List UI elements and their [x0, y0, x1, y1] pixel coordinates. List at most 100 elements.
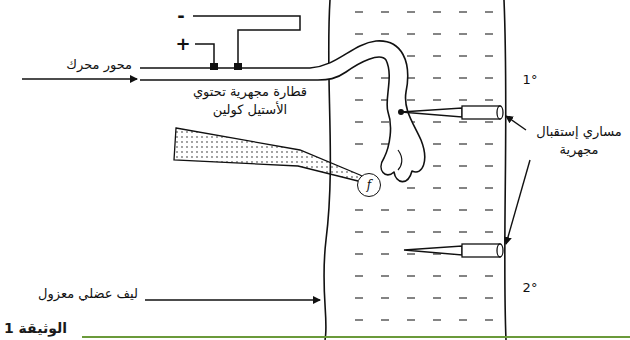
striation-dash — [407, 55, 415, 56]
striation-dash — [433, 121, 441, 122]
striation-dash — [381, 121, 389, 122]
striation-dash — [485, 121, 493, 122]
striation-dash — [355, 11, 363, 12]
striation-dash — [381, 77, 389, 78]
striation-dash — [485, 187, 493, 188]
striation-dash — [485, 99, 493, 100]
leader-arrow — [145, 299, 320, 300]
striation-dash — [485, 275, 493, 276]
striation-dash — [459, 33, 467, 34]
striation-dash — [433, 99, 441, 100]
striation-dash — [433, 187, 441, 188]
striation-dash — [433, 33, 441, 34]
striation-dash — [459, 187, 467, 188]
recording-electrode — [404, 244, 503, 257]
fiber-membrane — [504, 0, 506, 340]
striation-dash — [381, 143, 389, 144]
striation-dash — [459, 77, 467, 78]
circled-letter: f — [357, 173, 381, 197]
striation-dash — [355, 99, 363, 100]
striation-dash — [433, 77, 441, 78]
striation-dash — [381, 297, 389, 298]
striation-dash — [355, 319, 363, 320]
stimulus-lead — [195, 44, 214, 64]
striation-dash — [485, 209, 493, 210]
striation-dash — [407, 99, 415, 100]
striation-dash — [459, 275, 467, 276]
leader-arrow — [506, 116, 526, 130]
electrode-polarity: - — [177, 7, 184, 25]
striation-dash — [433, 143, 441, 144]
striation-dash — [485, 11, 493, 12]
striation-dash — [407, 33, 415, 34]
striation-dash — [433, 231, 441, 232]
striation-dash — [459, 297, 467, 298]
striation-dash — [485, 231, 493, 232]
striation-dash — [355, 33, 363, 34]
leader-arrow — [22, 78, 137, 79]
striation-dash — [485, 319, 493, 320]
document-title: الوثيقة 1 — [4, 319, 67, 338]
striation-dash — [381, 319, 389, 320]
striation-dash — [355, 121, 363, 122]
striation-dash — [355, 77, 363, 78]
stimulus-electrode — [234, 63, 242, 70]
striation-dash — [459, 121, 467, 122]
striation-dash — [381, 33, 389, 34]
striation-dash — [459, 11, 467, 12]
callout-number: 1° — [523, 71, 538, 89]
striation-dash — [459, 99, 467, 100]
striation-dash — [485, 33, 493, 34]
striation-dash — [433, 209, 441, 210]
striation-dash — [433, 11, 441, 12]
micropipette — [174, 128, 374, 183]
striation-dash — [407, 231, 415, 232]
document-rule — [82, 336, 630, 338]
part-label: ليف عضلي معزول — [38, 285, 138, 303]
striation-dash — [433, 55, 441, 56]
striation-dash — [485, 77, 493, 78]
striation-dash — [433, 319, 441, 320]
striation-dash — [459, 165, 467, 166]
part-label: محور محرك — [66, 56, 132, 74]
striation-dash — [407, 187, 415, 188]
callout-number: 2° — [523, 279, 538, 297]
terminal-branch — [398, 150, 402, 170]
striation-dash — [355, 297, 363, 298]
callout-letter: f — [367, 178, 371, 192]
striation-dash — [407, 297, 415, 298]
striation-dash — [355, 275, 363, 276]
striation-dash — [459, 55, 467, 56]
striation-dash — [355, 143, 363, 144]
striation-dash — [459, 319, 467, 320]
striation-dash — [407, 275, 415, 276]
striation-dash — [459, 143, 467, 144]
striation-dash — [485, 165, 493, 166]
striation-dash — [485, 55, 493, 56]
striation-dash — [381, 231, 389, 232]
striation-dash — [433, 297, 441, 298]
striation-dash — [459, 209, 467, 210]
striation-dash — [407, 253, 415, 254]
striation-dash — [407, 11, 415, 12]
striation-dash — [355, 253, 363, 254]
leader-arrow — [506, 160, 530, 244]
striation-dash — [355, 209, 363, 210]
striation-dash — [407, 209, 415, 210]
striation-dash — [381, 253, 389, 254]
striation-dash — [433, 275, 441, 276]
striation-dash — [485, 297, 493, 298]
striation-dash — [381, 275, 389, 276]
striation-dash — [485, 143, 493, 144]
striation-dash — [433, 165, 441, 166]
part-label: قطارة مجهرية تحتوي الأستيل كولين — [191, 83, 309, 118]
striation-dash — [355, 231, 363, 232]
recording-electrode — [398, 106, 503, 119]
stimulus-lead — [193, 16, 300, 64]
electrode-polarity: + — [175, 35, 190, 53]
striation-dash — [381, 11, 389, 12]
part-label: مساري إستقبال مجهرية — [532, 123, 626, 158]
stimulus-electrode — [210, 63, 218, 70]
striation-dash — [459, 231, 467, 232]
striation-dash — [407, 319, 415, 320]
